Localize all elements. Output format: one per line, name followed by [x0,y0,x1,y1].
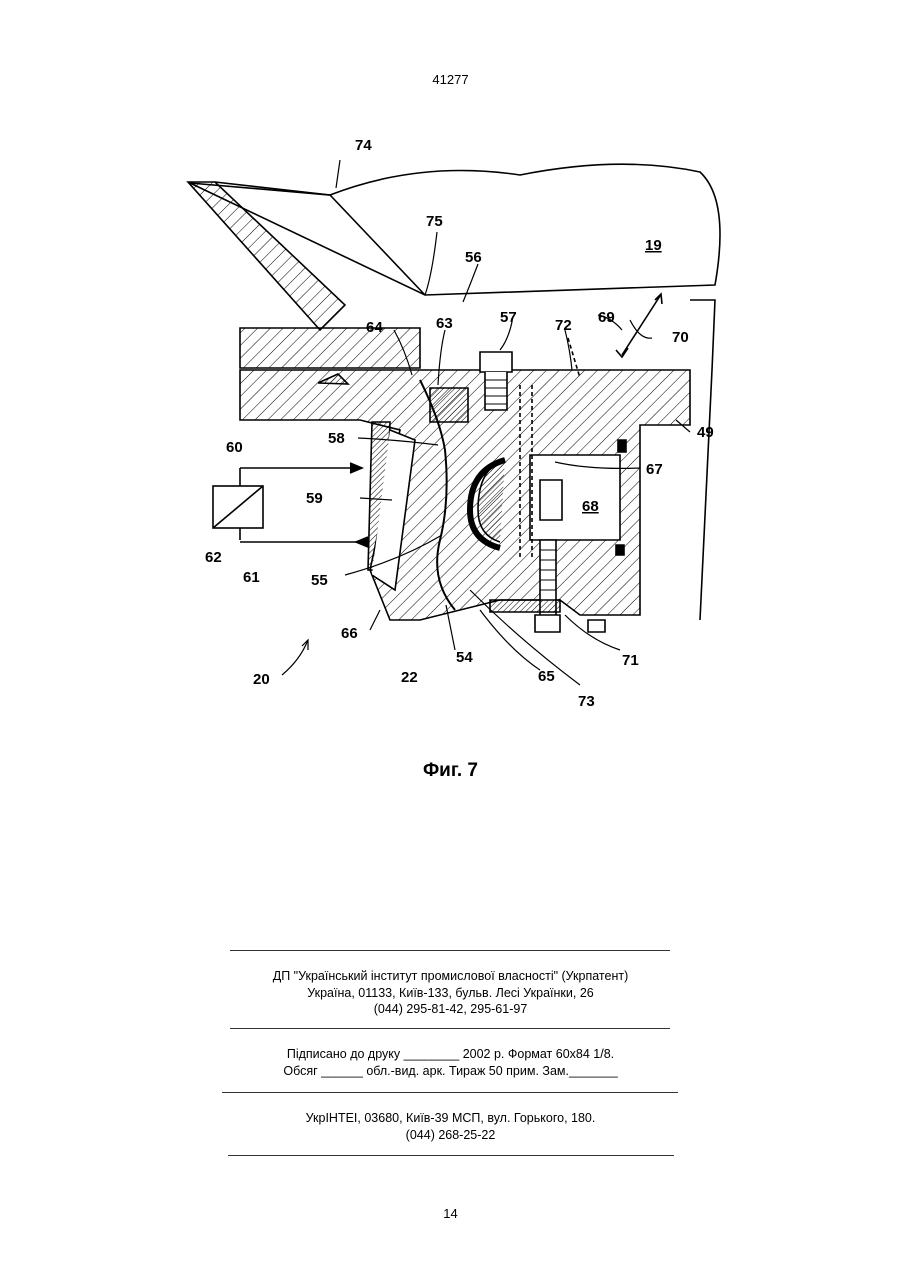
label-54: 54 [456,649,473,666]
label-56: 56 [465,249,482,266]
label-61: 61 [243,569,260,586]
label-58: 58 [328,430,345,447]
label-66: 66 [341,625,358,642]
label-75: 75 [426,213,443,230]
printer-phone: (044) 268-25-22 [0,1127,901,1144]
print-volume: Обсяг ______ обл.-вид. арк. Тираж 50 при… [0,1063,901,1080]
label-62: 62 [205,549,222,566]
ring-65 [490,600,560,612]
divider [230,950,670,951]
label-68: 68 [582,498,599,515]
printer-address: УкрІНТЕІ, 03680, Київ-39 МСП, вул. Горьк… [0,1110,901,1127]
label-59: 59 [306,490,323,507]
label-67: 67 [646,461,663,478]
upper-plate [240,328,420,368]
divider [230,1028,670,1029]
label-55: 55 [311,572,328,589]
bolt-57 [480,352,512,372]
document-number: 41277 [0,72,901,87]
figure-caption: Фиг. 7 [0,760,901,782]
divider [228,1155,674,1156]
label-69: 69 [598,309,615,326]
label-64: 64 [366,319,383,336]
print-signoff: Підписано до друку ________ 2002 р. Форм… [0,1046,901,1063]
label-22: 22 [401,669,418,686]
publisher-name: ДП "Український інститут промислової вла… [0,968,901,985]
insert-63 [430,388,468,422]
publisher-address: Україна, 01133, Київ-133, бульв. Лесі Ук… [0,985,901,1002]
label-71: 71 [622,652,639,669]
label-65: 65 [538,668,555,685]
divider [222,1092,678,1093]
patent-figure-7: 74 75 19 56 64 63 57 72 69 70 49 58 60 6… [180,128,740,718]
page-number: 14 [0,1206,901,1221]
label-72: 72 [555,317,572,334]
label-60: 60 [226,439,243,456]
label-19: 19 [645,237,662,254]
label-74: 74 [355,137,372,154]
label-20: 20 [253,671,270,688]
label-70: 70 [672,329,689,346]
publisher-phone: (044) 295-81-42, 295-61-97 [0,1001,901,1018]
label-63: 63 [436,315,453,332]
label-73: 73 [578,693,595,710]
label-49: 49 [697,424,714,441]
label-57: 57 [500,309,517,326]
